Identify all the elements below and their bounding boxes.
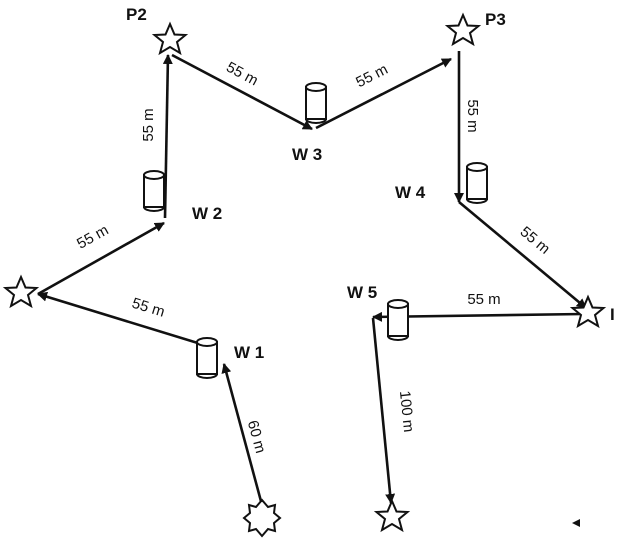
segment-start-to-w1 (221, 363, 264, 506)
label-p3: P3 (485, 10, 506, 29)
cylinder-icon (387, 299, 409, 341)
segment-w4-to-right-star (458, 201, 587, 309)
label-w1: W 1 (234, 343, 264, 362)
segment-w2-to-p2 (162, 54, 173, 219)
cylinder-icon (305, 82, 327, 124)
distance-left-star-to-w2: 55 m (74, 222, 111, 253)
segment-w5-to-finish (371, 317, 396, 504)
cylinder-icon (466, 162, 488, 204)
cylinder-icon (196, 337, 218, 379)
star-icon (151, 21, 189, 56)
segment-left-star-to-w2 (37, 221, 165, 296)
label-w4: W 4 (395, 183, 426, 202)
distance-p3-to-w4: 55 m (464, 99, 481, 132)
segment-p2-to-w3 (171, 53, 313, 131)
distance-w1-to-left-star: 55 m (130, 295, 167, 321)
distance-right-star-to-w5: 55 m (467, 291, 500, 308)
label-w3: W 3 (292, 145, 322, 164)
distance-w2-to-p2: 55 m (140, 108, 157, 141)
label-right-edge-fragment: I (610, 305, 615, 324)
label-w2: W 2 (192, 204, 222, 223)
sun-icon (242, 498, 282, 538)
segment-w3-to-p3 (315, 57, 452, 130)
distance-w3-to-p3: 55 m (353, 61, 390, 91)
route-segments (37, 51, 587, 506)
star-icon (569, 294, 607, 329)
distance-w5-to-finish: 100 m (396, 390, 417, 433)
small-arrow-mark (572, 519, 580, 527)
star-icon (444, 12, 482, 47)
cylinder-icon (143, 170, 165, 212)
star-icon (2, 274, 40, 309)
distance-w4-to-right-star: 55 m (517, 223, 553, 257)
segment-w1-to-left-star (37, 291, 202, 346)
label-p2: P2 (126, 5, 147, 24)
label-w5: W 5 (347, 283, 377, 302)
star-icon (373, 498, 411, 533)
